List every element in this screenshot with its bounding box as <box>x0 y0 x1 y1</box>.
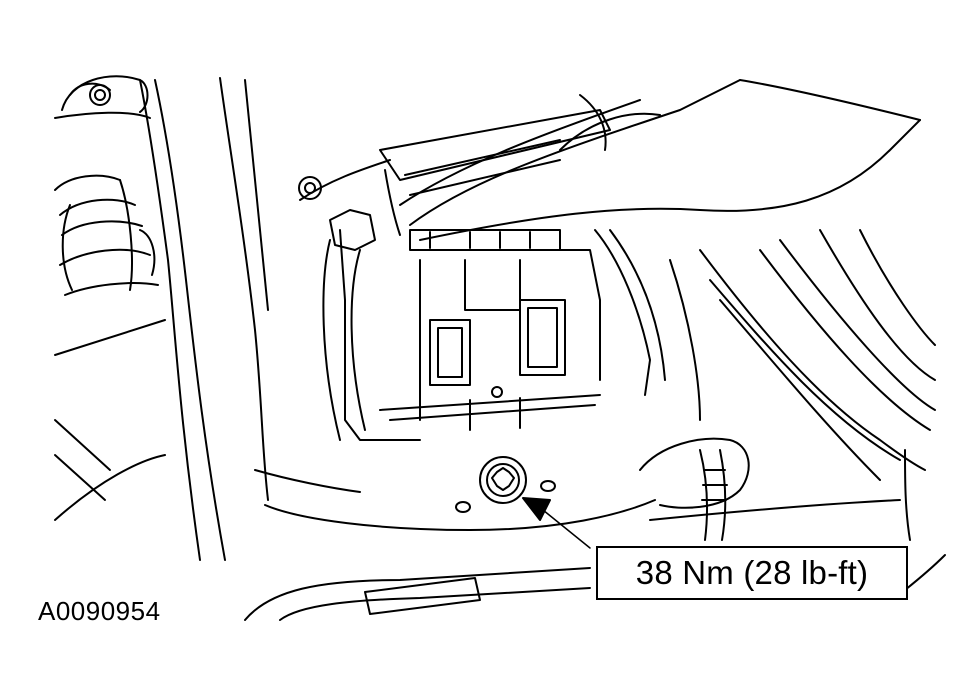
bottom-sill <box>244 554 946 621</box>
torque-spec-text: 38 Nm (28 lb-ft) <box>635 554 869 591</box>
mounting-hole-left <box>455 501 471 513</box>
figure-id-label: A0090954 <box>38 596 161 626</box>
right-pillar <box>699 229 936 541</box>
left-boot-assembly <box>54 75 166 521</box>
left-pillar <box>139 77 269 561</box>
mount-bracket <box>254 109 701 531</box>
mounting-hole-right <box>540 480 556 492</box>
lower-right-opening <box>639 437 901 541</box>
torque-callout-arrow <box>522 497 591 549</box>
pry-tool <box>399 79 921 241</box>
torque-spec-callout: 38 Nm (28 lb-ft) <box>596 546 908 600</box>
mounting-bolt <box>479 456 527 504</box>
